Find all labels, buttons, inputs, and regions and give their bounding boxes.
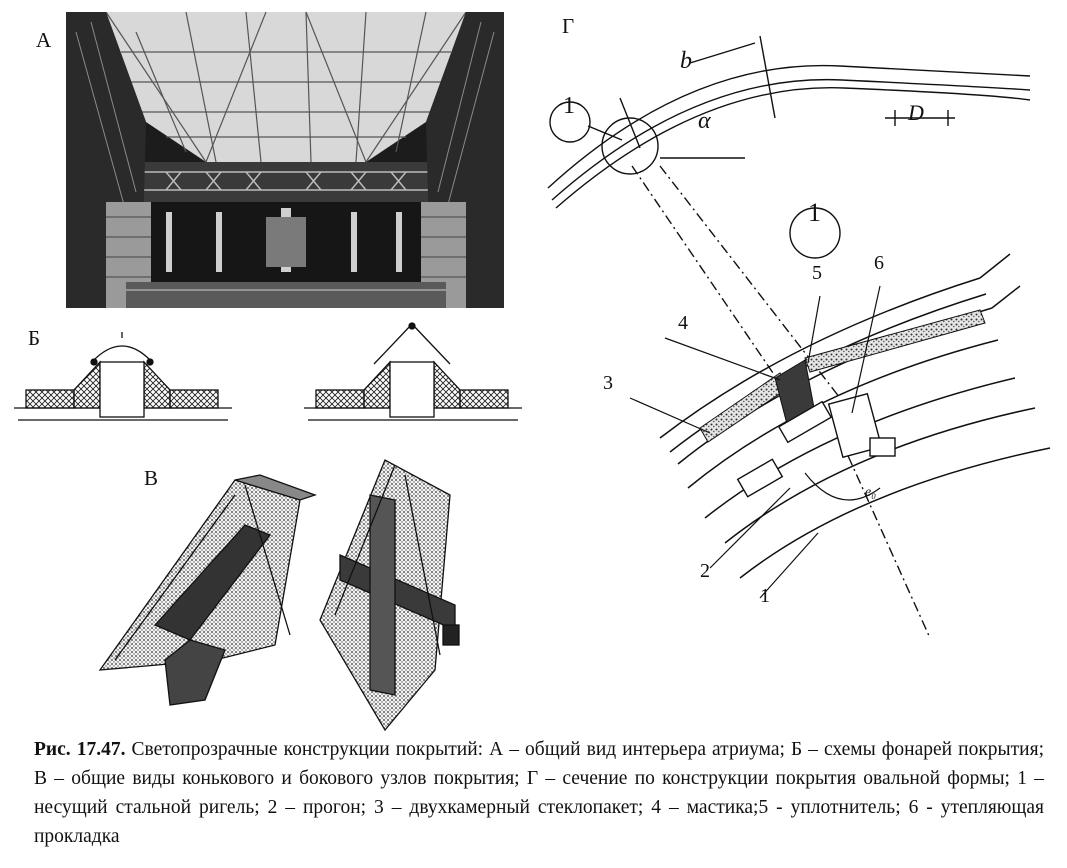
roof-light-schemes <box>14 322 522 421</box>
roof-node-views <box>98 459 460 732</box>
figure-caption: Рис. 17.47. Светопрозрачные конструкции … <box>34 735 1044 851</box>
part-label-2: 2 <box>700 560 710 582</box>
panel-label-a: А <box>36 28 52 52</box>
part-label-1: 1 <box>760 585 770 607</box>
detail-mark: 1 <box>808 198 821 227</box>
atrium-photo <box>66 12 504 308</box>
dim-d-label: D <box>908 100 924 125</box>
dim-b-label: b <box>680 48 692 74</box>
part-label-6: 6 <box>874 252 884 274</box>
caption-text: Светопрозрачные конструкции покрытий: А … <box>34 739 1044 847</box>
part-label-5: 5 <box>812 262 822 284</box>
angle-label: e₀ <box>865 485 877 500</box>
panel-label-b: Б <box>28 326 41 350</box>
part-label-4: 4 <box>678 312 688 334</box>
callout-number: 1 <box>563 93 575 119</box>
roof-section-drawing <box>547 35 1051 639</box>
panel-label-v: В <box>144 466 159 490</box>
panel-label-g: Г <box>562 14 575 38</box>
dim-alpha-label: α <box>698 108 711 134</box>
figure-number: Рис. 17.47. <box>34 739 126 760</box>
part-label-3: 3 <box>603 372 613 394</box>
